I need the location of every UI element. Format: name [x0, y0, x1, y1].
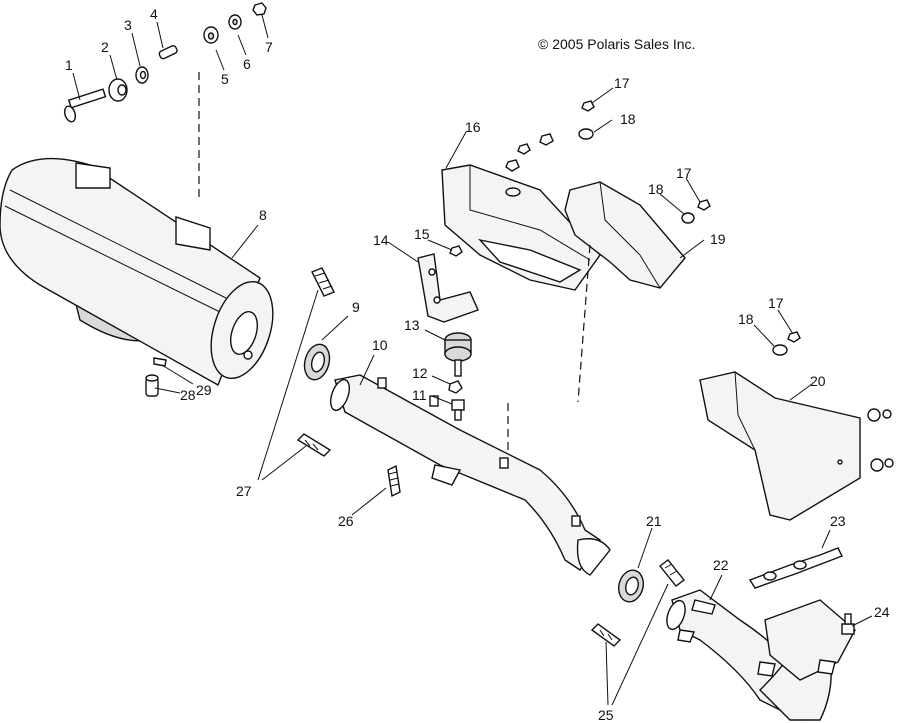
heat-shield-16	[441, 164, 601, 291]
callout-17-upper: 17	[614, 75, 630, 91]
callout-20: 20	[810, 373, 826, 389]
callout-6: 6	[243, 56, 251, 72]
callout-11: 11	[412, 387, 427, 403]
copyright-notice: © 2005 Polaris Sales Inc.	[538, 36, 696, 52]
callout-18-middle: 18	[648, 181, 664, 197]
callout-16: 16	[465, 119, 481, 135]
shield-hardware-16	[505, 100, 595, 197]
gasket-23	[748, 547, 843, 589]
nut-12	[448, 380, 463, 394]
callout-5: 5	[221, 71, 229, 87]
callout-9: 9	[352, 299, 360, 315]
shield-axis-line	[577, 244, 591, 403]
header-pipe-22	[666, 589, 856, 721]
bolt-24	[841, 613, 855, 635]
fastener-29	[153, 357, 167, 367]
spring-27-lower	[296, 433, 332, 457]
spring-27-upper	[311, 267, 335, 297]
callout-4: 4	[150, 6, 158, 22]
callout-29: 29	[196, 382, 212, 398]
bracket-14	[417, 253, 479, 323]
callout-28: 28	[180, 387, 196, 403]
pin-4	[158, 45, 178, 60]
nut-7	[252, 2, 267, 16]
callout-23: 23	[830, 513, 846, 529]
callout-2: 2	[101, 39, 109, 55]
gasket-9	[303, 343, 331, 381]
callout-27: 27	[236, 483, 252, 499]
callout-17-lower: 17	[768, 295, 784, 311]
washer-3	[135, 66, 149, 84]
callout-15: 15	[414, 226, 430, 242]
callout-25: 25	[598, 707, 614, 723]
callout-19: 19	[710, 231, 726, 247]
bolt-11	[451, 399, 465, 421]
callout-10: 10	[372, 337, 388, 353]
head-pipe-10	[330, 374, 611, 576]
spring-25-lower	[590, 623, 622, 647]
callout-1: 1	[65, 57, 73, 73]
callout-18-lower: 18	[738, 311, 754, 327]
callout-8: 8	[259, 207, 267, 223]
callout-21: 21	[646, 513, 662, 529]
callout-22: 22	[713, 557, 729, 573]
washer-6	[228, 14, 242, 30]
callout-26: 26	[338, 513, 354, 529]
leader-lines	[72, 14, 873, 706]
grommet-5	[203, 26, 219, 44]
bolt-1	[63, 88, 107, 123]
heat-shield-19	[564, 181, 711, 289]
callout-18-upper: 18	[620, 111, 636, 127]
clip-28	[145, 374, 159, 397]
gasket-21	[617, 569, 645, 603]
callout-24: 24	[874, 604, 890, 620]
callout-3: 3	[124, 17, 132, 33]
spring-26	[387, 464, 401, 498]
callout-13: 13	[404, 317, 420, 333]
heat-shield-20	[699, 331, 894, 521]
callout-12: 12	[412, 365, 428, 381]
spring-25-upper	[659, 559, 685, 587]
callout-14: 14	[373, 232, 389, 248]
callout-17-middle: 17	[676, 165, 692, 181]
nut-15	[449, 245, 463, 257]
isolator-13	[444, 332, 472, 377]
muffler-8	[0, 157, 274, 387]
callout-7: 7	[265, 39, 273, 55]
spacer-2	[108, 78, 128, 102]
